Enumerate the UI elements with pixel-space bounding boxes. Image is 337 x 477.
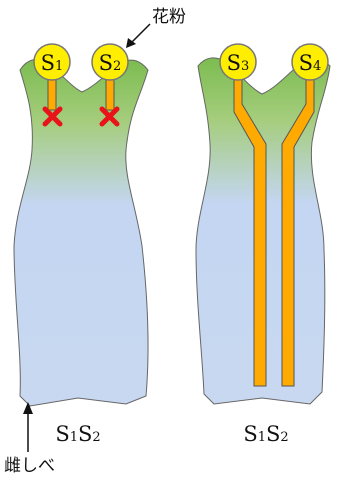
pistil-left-gene-a: S [55,422,69,446]
pollen-s4-sub: 4 [313,59,321,74]
svg-text:S1S2: S1S2 [243,422,288,446]
pollen-s1-letter: S [41,51,55,75]
pistil-label: 雌しべ [4,456,55,476]
pistil-right-gene-b: S [266,422,280,446]
pollen-s3-letter: S [227,51,241,75]
pollen-label: 花粉 [152,7,186,27]
pistil-right: S3 S4 S1S2 [196,44,330,446]
pistil-left-body [14,60,148,406]
pistil-left-gene-b-sub: 2 [92,430,100,445]
pistil-right-gene-b-sub: 2 [280,430,288,445]
pistil-right-gene-a-sub: 1 [258,430,266,445]
svg-text:S1S2: S1S2 [55,422,100,446]
pistil-right-gene-a: S [243,422,257,446]
pistil-label-group: 雌しべ [4,402,55,476]
pistil-left-gene-b: S [78,422,92,446]
pistil-left-gene-a-sub: 1 [70,430,78,445]
pollen-s3-sub: 3 [241,59,249,74]
pistil-left: S1 S2 S1S2 [14,44,148,446]
pollen-s1-sub: 1 [55,59,63,74]
pollen-label-group: 花粉 [126,7,186,48]
pollen-s4-letter: S [299,51,313,75]
pollen-s2-sub: 2 [113,59,121,74]
pollen-s2-letter: S [99,51,113,75]
pollen-tube-s1 [48,76,56,110]
pollen-tube-s2 [106,76,114,110]
pollen-arrow [130,24,150,44]
